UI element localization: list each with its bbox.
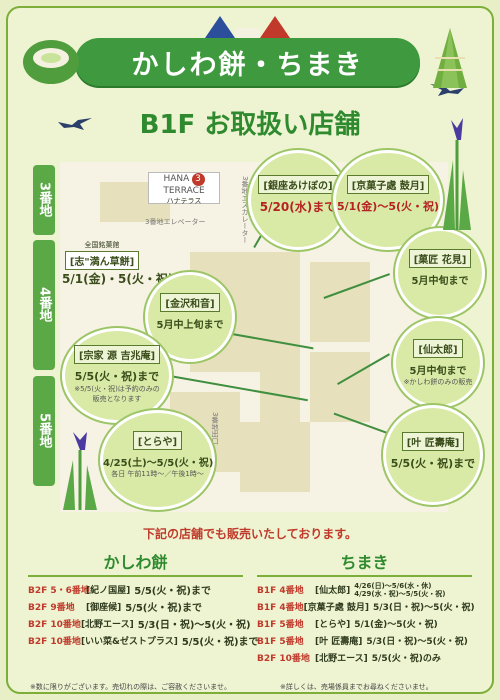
shop-name: [とらや] bbox=[132, 431, 183, 450]
list-item: B2F 9番地 [御座候] 5/5(火・祝)まで bbox=[28, 598, 243, 615]
chimaki-icon bbox=[433, 28, 467, 88]
row-when: 5/5(火・祝)まで bbox=[181, 637, 259, 648]
row-when: 5/1(金)〜5(火・祝) bbox=[354, 620, 438, 630]
row-when: 5/5(火・祝)まで bbox=[134, 586, 211, 597]
shop-date: 5/20(水)まで bbox=[259, 200, 337, 214]
row-when: 5/5(火・祝)のみ bbox=[371, 654, 441, 664]
row-floor: B1F 5番地 bbox=[257, 620, 304, 630]
shop-note: 各日 午前11時〜／午後1時〜 bbox=[111, 470, 204, 478]
row-shop: [京菓子處 鼓月] bbox=[303, 603, 370, 613]
shop-sub: 全国銘菓館 bbox=[84, 241, 120, 249]
other-stores-heading: 下記の店舗でも販売いたしております。 bbox=[142, 527, 358, 541]
shop-date: 5月中上旬まで bbox=[156, 320, 224, 331]
chimaki-list: ちまき B1F 4番地 [仙太郎] 4/26(日)〜5/6(水・休) 4/29(… bbox=[257, 549, 475, 666]
shop-date: 5月中旬まで bbox=[409, 366, 467, 377]
page-subtitle: B1F お取扱い店舗 bbox=[139, 110, 361, 140]
row-shop: [北野エース] bbox=[315, 654, 368, 664]
row-floor: B2F 10番地 bbox=[257, 654, 310, 664]
row-floor: B2F 10番地 bbox=[28, 637, 81, 647]
map-block bbox=[240, 422, 310, 492]
row-shop: [仙太郎] bbox=[315, 586, 351, 596]
terrace-sub: ハナテラス bbox=[166, 197, 202, 205]
shop-kitchoan: [宗家 源 吉兆庵] 5/5(火・祝)まで ※5/5(火・祝)は予約のみの販売と… bbox=[62, 328, 172, 423]
list-item: B1F 5番地 [叶 匠壽庵] 5/3(日・祝)〜5(火・祝) bbox=[257, 632, 472, 649]
chimaki-list-title: ちまき bbox=[257, 549, 472, 577]
floor-tab-4: 4番地 bbox=[33, 240, 55, 370]
list-item: B2F 10番地 [北野エース] 5/3(日・祝)〜5(火・祝) bbox=[28, 615, 251, 632]
shop-name: [志"満ん草餅] bbox=[64, 251, 140, 270]
page-title: かしわ餅・ちまき bbox=[75, 38, 420, 86]
other-stores-section: 下記の店舗でも販売いたしております。 かしわ餅 B2F 5・6番地 [紀ノ国屋]… bbox=[28, 525, 475, 677]
shop-shiman: 全国銘菓館 [志"満ん草餅] 5/1(金)・5(火・祝) bbox=[62, 240, 174, 287]
row-floor: B2F 10番地 bbox=[28, 620, 81, 630]
elevator-label: 3番地エレベーター bbox=[145, 218, 206, 226]
shop-name: [金沢和音] bbox=[160, 293, 220, 312]
hana-label: HANA bbox=[163, 174, 190, 184]
shop-note: ※かしわ餅のみの販売 bbox=[403, 378, 473, 386]
floor-tab-5: 5番地 bbox=[33, 376, 55, 486]
iris-icon bbox=[443, 118, 471, 230]
kashiwa-list-title: かしわ餅 bbox=[28, 549, 243, 577]
shop-name: [仙太郎] bbox=[413, 339, 463, 358]
station-gate-label: 3番地出口 bbox=[211, 412, 219, 445]
shop-name: [宗家 源 吉兆庵] bbox=[73, 345, 161, 364]
kabuto-icon bbox=[205, 16, 290, 38]
shop-juraku: [叶 匠壽庵] 5/5(火・祝)まで bbox=[383, 405, 483, 505]
shop-date: 5/1(金)・5(火・祝) bbox=[62, 272, 174, 286]
row-shop: [叶 匠壽庵] bbox=[315, 637, 363, 647]
shop-date: 5/5(火・祝)まで bbox=[390, 457, 476, 470]
row-when: 5/3(日・祝)〜5(火・祝) bbox=[137, 620, 251, 631]
swallow-icon bbox=[58, 118, 92, 130]
map-block bbox=[310, 262, 370, 342]
row-floor: B1F 4番地 bbox=[257, 603, 304, 613]
row-floor: B2F 5・6番地 bbox=[28, 586, 90, 596]
escalator-label: 3番地エスカレーター bbox=[241, 176, 249, 244]
list-item: B2F 10番地 [いい菜&ゼストプラス] 5/5(火・祝)まで bbox=[28, 632, 259, 649]
hana-terrace-sign: HANA 3 TERRACE ハナテラス bbox=[148, 172, 220, 205]
list-item: B1F 5番地 [とらや] 5/1(金)〜5(火・祝) bbox=[257, 615, 472, 632]
row-floor: B2F 9番地 bbox=[28, 603, 75, 613]
shop-name: [菓匠 花見] bbox=[408, 249, 472, 268]
row-shop: [いい菜&ゼストプラス] bbox=[80, 637, 178, 647]
row-when: 5/5(火・祝)まで bbox=[125, 603, 202, 614]
shop-name: [銀座あけぼの] bbox=[258, 175, 338, 194]
shop-date: 5/5(火・祝)まで bbox=[74, 370, 160, 383]
map-block bbox=[310, 352, 370, 422]
list-item: B1F 4番地 [京菓子處 鼓月] 5/3(日・祝)〜5(火・祝) bbox=[257, 598, 475, 615]
floor-tab-3: 3番地 bbox=[33, 165, 55, 235]
hana-number: 3 bbox=[191, 173, 205, 186]
iris-icon bbox=[63, 432, 97, 510]
shop-note: ※5/5(火・祝)は予約のみの販売となります bbox=[74, 385, 160, 403]
terrace-label: TERRACE bbox=[163, 186, 205, 196]
row-floor: B1F 5番地 bbox=[257, 637, 304, 647]
shop-sentaro: [仙太郎] 5月中旬まで ※かしわ餅のみの販売 bbox=[393, 318, 483, 408]
footnote-right: ※詳しくは、売場係員までお尋ねくださいませ。 bbox=[280, 683, 433, 691]
kashiwa-leaf-icon bbox=[23, 40, 79, 84]
shop-name: [京菓子處 鼓月] bbox=[346, 175, 430, 194]
footnote-left: ※数に限りがございます。売切れの際は、ご容赦くださいませ。 bbox=[30, 683, 231, 691]
shop-date: 5/1(金)〜5(火・祝) bbox=[336, 200, 440, 213]
row-shop: [とらや] bbox=[315, 620, 351, 630]
list-item: B2F 10番地 [北野エース] 5/5(火・祝)のみ bbox=[257, 649, 472, 666]
row-shop: [北野エース] bbox=[80, 620, 134, 630]
row-shop: [紀ノ国屋] bbox=[86, 586, 131, 596]
shop-date: 4/25(土)〜5/5(火・祝) bbox=[103, 458, 214, 469]
row-when: 5/3(日・祝)〜5(火・祝) bbox=[366, 637, 468, 647]
shop-date: 5月中旬まで bbox=[411, 276, 469, 287]
row-shop: [御座候] bbox=[86, 603, 122, 613]
shop-toraya: [とらや] 4/25(土)〜5/5(火・祝) 各日 午前11時〜／午後1時〜 bbox=[100, 410, 215, 510]
map-block bbox=[260, 272, 300, 442]
list-item: B1F 4番地 [仙太郎] 4/26(日)〜5/6(水・休) 4/29(水・祝)… bbox=[257, 581, 472, 598]
kashiwa-list: かしわ餅 B2F 5・6番地 [紀ノ国屋] 5/5(火・祝)まで B2F 9番地… bbox=[28, 549, 259, 649]
row-when: 4/26(日)〜5/6(水・休) 4/29(水・祝)〜5/5(火・祝) bbox=[354, 581, 446, 598]
list-item: B2F 5・6番地 [紀ノ国屋] 5/5(火・祝)まで bbox=[28, 581, 243, 598]
shop-hanami: [菓匠 花見] 5月中旬まで bbox=[395, 228, 485, 318]
shop-name: [叶 匠壽庵] bbox=[401, 432, 465, 451]
row-floor: B1F 4番地 bbox=[257, 586, 304, 596]
row-when: 5/3(日・祝)〜5(火・祝) bbox=[373, 603, 475, 613]
